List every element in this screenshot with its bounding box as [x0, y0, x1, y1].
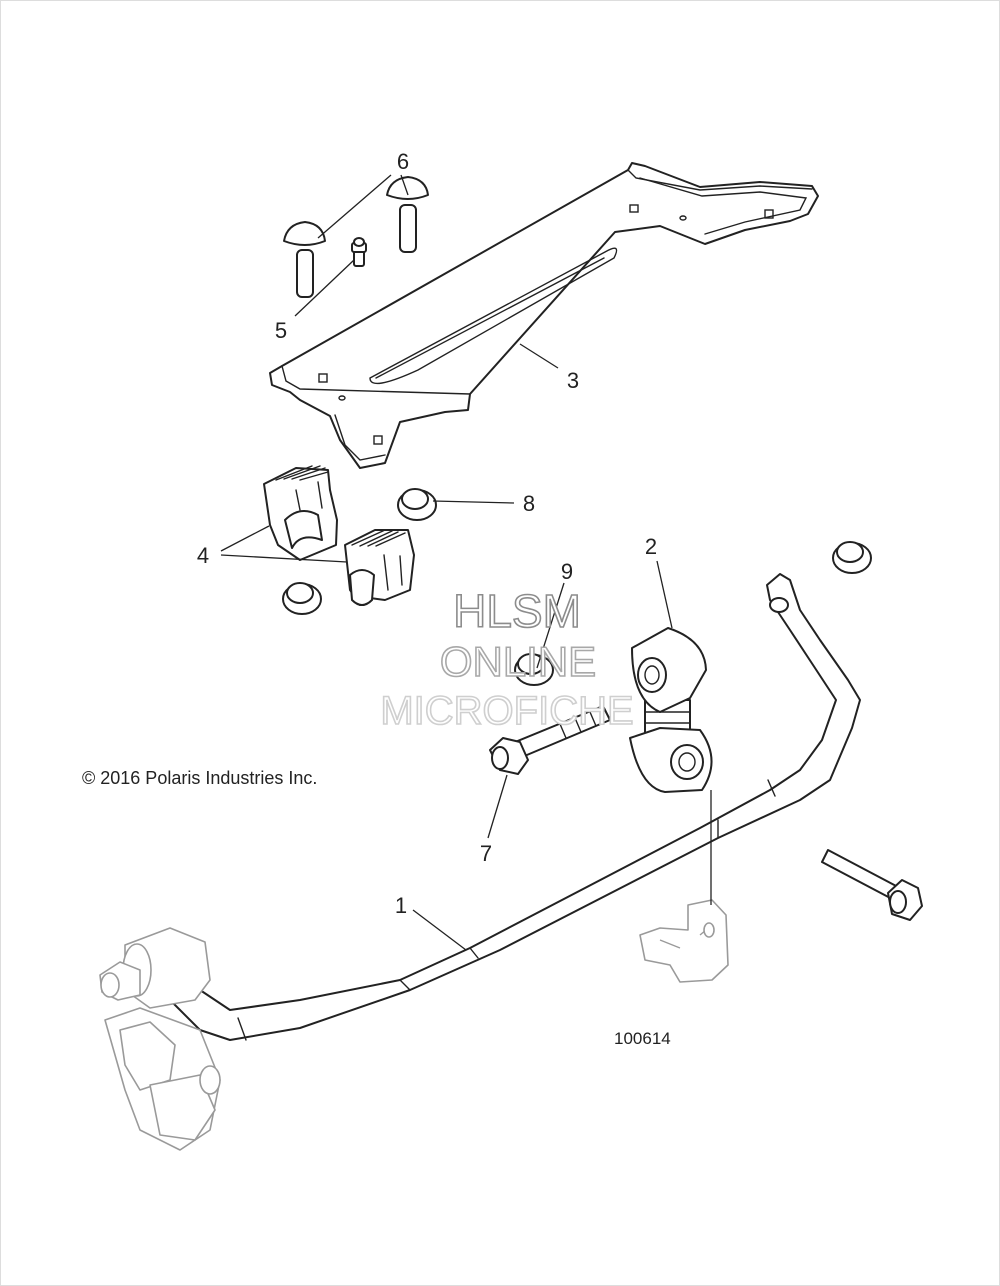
callout-2: 2	[645, 534, 657, 559]
flange-bolt-lower-right[interactable]	[821, 849, 923, 921]
figure-number: 100614	[614, 1029, 671, 1048]
callout-4: 4	[197, 543, 209, 568]
ghost-frame-bracket	[639, 899, 729, 983]
watermark-line-2: ONLINE	[440, 638, 596, 685]
callout-1: 1	[395, 893, 407, 918]
flange-nut-upper-right[interactable]	[832, 541, 872, 574]
flange-bolt[interactable]	[489, 705, 611, 775]
watermark-line-3: MICROFICHE	[380, 689, 633, 733]
callout-5: 5	[275, 318, 287, 343]
callout-8: 8	[523, 491, 535, 516]
copyright-notice: © 2016 Polaris Industries Inc.	[82, 768, 318, 788]
callout-6: 6	[397, 149, 409, 174]
flange-nut-8[interactable]	[397, 488, 437, 521]
leader-lines	[220, 174, 712, 951]
flange-nut-left[interactable]	[282, 582, 322, 615]
callout-9: 9	[561, 559, 573, 584]
bushing-lower[interactable]	[344, 529, 415, 606]
ghost-suspension-assembly	[99, 927, 221, 1151]
bracket-plate[interactable]	[269, 162, 819, 469]
callout-labels: 6 5 3 4 8 9 2 7 1	[197, 149, 657, 918]
bushing-upper[interactable]	[263, 465, 338, 561]
carriage-bolt-right[interactable]	[386, 176, 429, 253]
grease-fitting[interactable]	[351, 237, 367, 267]
callout-7: 7	[480, 841, 492, 866]
flange-nut-9[interactable]	[514, 653, 554, 686]
carriage-bolt-left[interactable]	[283, 221, 326, 298]
watermark-line-1: HLSM	[453, 585, 581, 637]
watermark: HLSM ONLINE MICROFICHE	[380, 584, 635, 734]
stabilizer-link[interactable]	[629, 627, 713, 793]
callout-3: 3	[567, 368, 579, 393]
